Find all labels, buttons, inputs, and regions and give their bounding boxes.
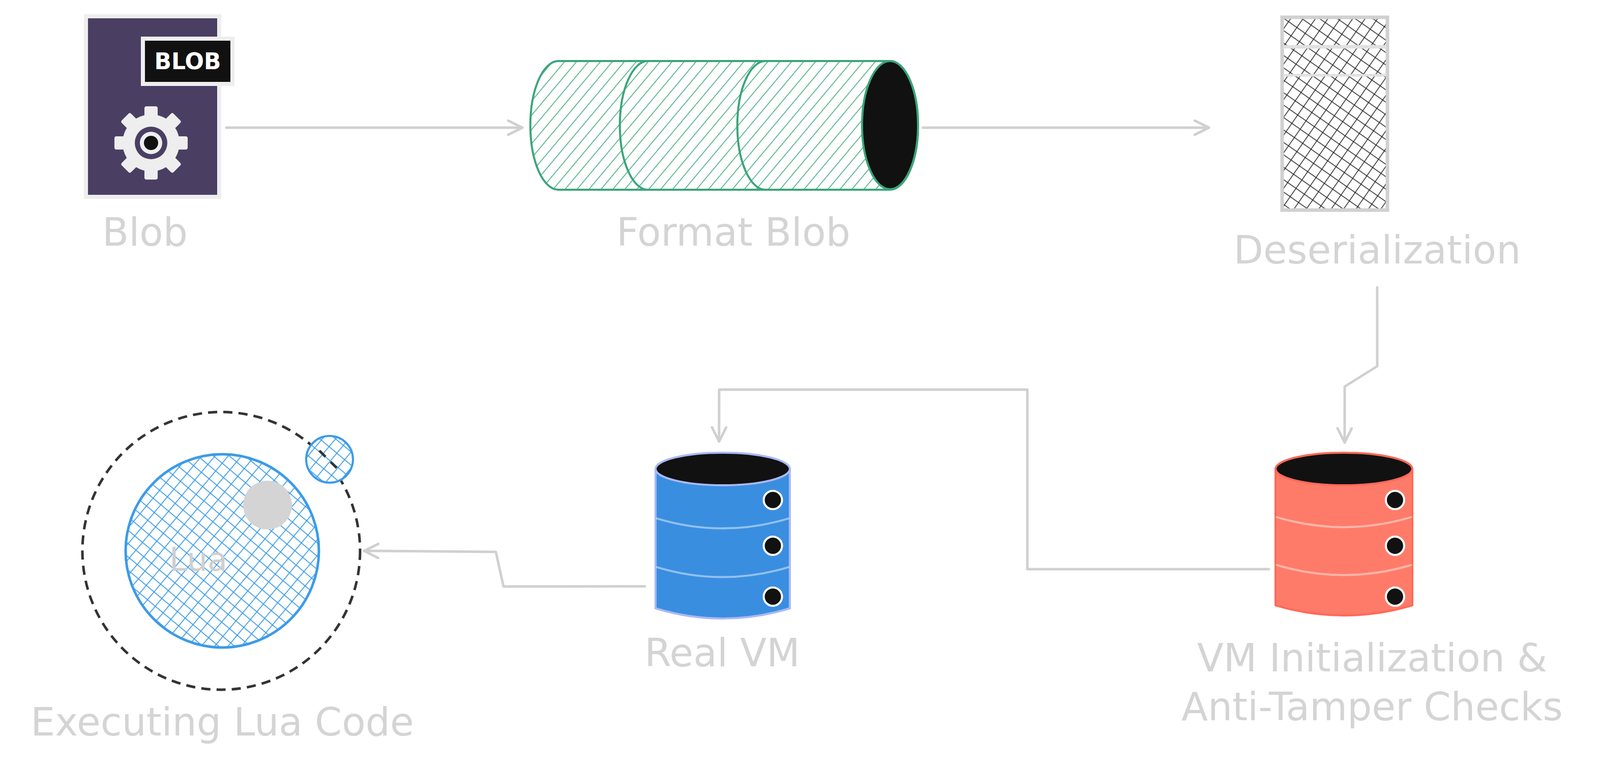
flow-arrow [719,389,1269,570]
flow-arrow [226,126,523,129]
node-label: Real VM [467,630,977,676]
flow-arrow [923,126,1209,129]
shape-outline [1280,15,1390,213]
shape-outline [83,14,222,199]
shape-outline [653,448,793,623]
shape-outline [530,58,918,192]
database-cylinder: VM Initialization & Anti-Tamper Checks [1272,448,1415,620]
node-label: VM Initialization & Anti-Tamper Checks [1148,633,1596,732]
inner-label: Lua [122,539,275,580]
node-label: Blob [0,209,349,256]
node-label: Executing Lua Code [0,699,528,746]
pipe-shape: Format Blob [530,58,918,192]
flow-arrow [364,550,645,587]
node-label: Format Blob [479,209,988,256]
blob-file-icon: BLOBBlob [83,14,222,199]
database-cylinder: Real VM [653,448,793,623]
flow-arrow [1344,287,1378,443]
shape-outline [1272,448,1415,620]
server-tower: Deserialization [1280,15,1390,213]
orbit-circle: LuaExecuting Lua Code [80,409,363,692]
badge-text: BLOB [142,38,233,84]
node-label: Deserialization [1122,227,1600,274]
